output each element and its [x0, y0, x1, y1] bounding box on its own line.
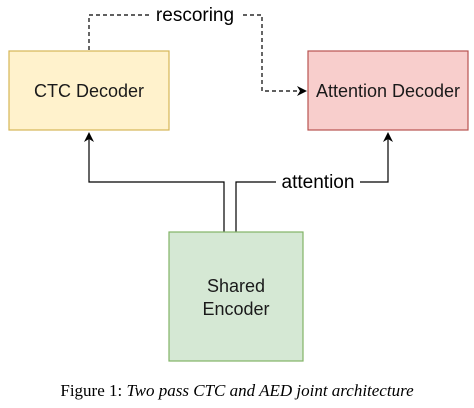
- shared-encoder-label-line2: Encoder: [202, 299, 269, 319]
- rescoring-edge: [88, 14, 307, 96]
- shared-encoder-node: Shared Encoder: [168, 231, 304, 362]
- shared-encoder-label-line1: Shared: [207, 276, 265, 296]
- rescoring-label: rescoring: [156, 5, 234, 26]
- caption-title: Two pass CTC and AED joint architecture: [126, 381, 414, 400]
- ctc-decoder-node: CTC Decoder: [8, 50, 170, 131]
- caption-prefix: Figure 1:: [60, 381, 127, 400]
- figure-caption: Figure 1: Two pass CTC and AED joint arc…: [0, 381, 474, 401]
- attention-decoder-node: Attention Decoder: [307, 50, 469, 131]
- rescoring-label-bg: [150, 4, 240, 26]
- attention-label-bg: [276, 170, 360, 192]
- encoder-to-ctc-edge: [84, 132, 225, 232]
- ctc-decoder-label: CTC Decoder: [34, 81, 144, 101]
- attention-label: attention: [282, 172, 355, 193]
- attention-decoder-label: Attention Decoder: [316, 81, 460, 101]
